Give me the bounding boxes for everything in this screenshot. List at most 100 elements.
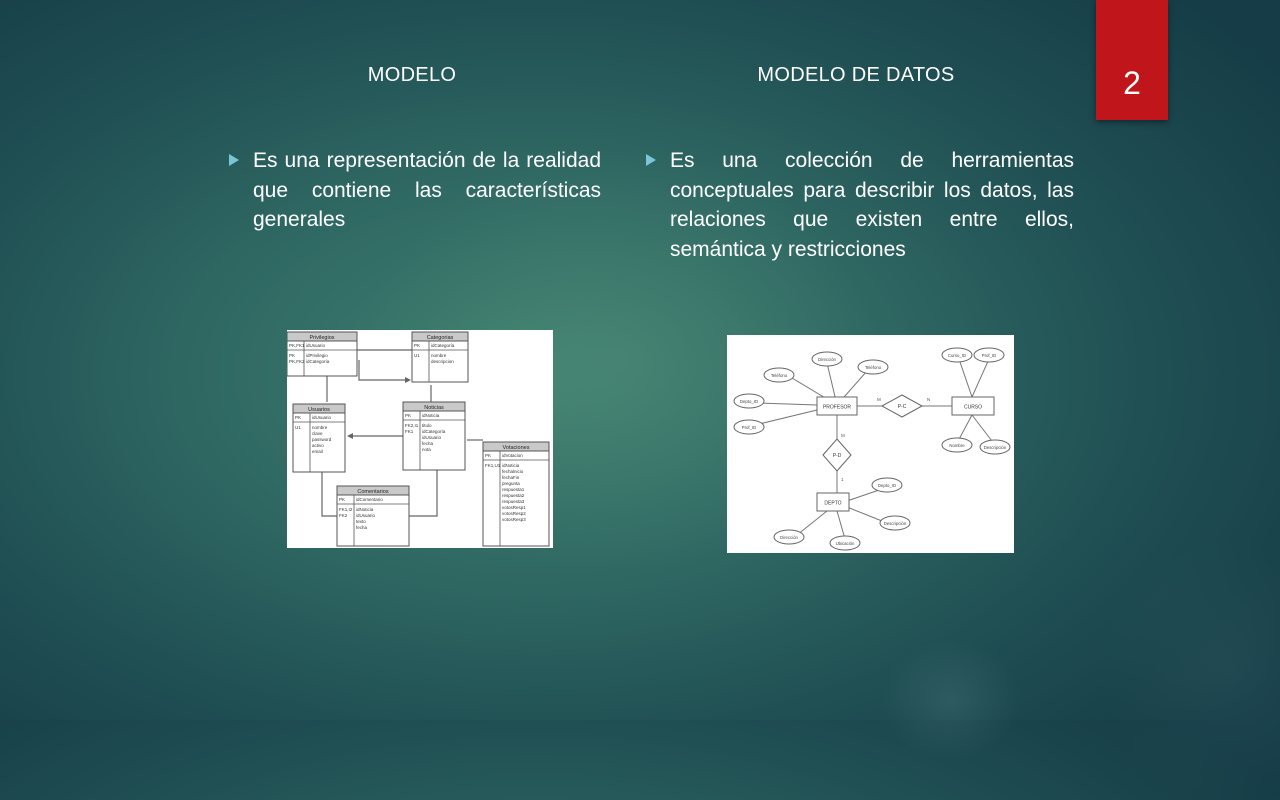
er-attribute-label: Teléfono (771, 373, 788, 378)
er-attribute: Prof_ID (973, 347, 1005, 363)
er-attribute-label: Curso_ID (948, 353, 966, 358)
schema-table: UsuariosPKU1idUsuarionombreclavepassword… (292, 403, 346, 473)
er-attribute-label: Descripción (884, 521, 907, 526)
triangle-right-icon (229, 154, 239, 166)
er-attribute: Ubicación (829, 535, 861, 551)
schema-table-title: Privilegios (309, 335, 334, 341)
er-attribute-label: Depto_ID (740, 399, 758, 404)
left-column-title: MODELO (367, 64, 457, 86)
er-attribute: Depto_ID (733, 393, 765, 409)
schema-field: nota (422, 447, 431, 452)
schema-field: votosResp3 (502, 517, 526, 522)
er-attribute: Nombre (941, 437, 973, 453)
er-attribute: Dirección (811, 351, 843, 367)
er-attribute: Descripción (879, 515, 911, 531)
connector (358, 360, 405, 381)
schema-table-title: Noticias (424, 405, 444, 411)
left-bullet: Es una representación de la realidad que… (229, 146, 601, 235)
arrow-head (347, 433, 353, 439)
er-attribute: Descripción (979, 439, 1011, 455)
er-attribute-label: Nombre (949, 443, 965, 448)
schema-field: activo (312, 443, 324, 448)
schema-field: password (312, 437, 332, 442)
schema-field: idNoticia (502, 463, 520, 468)
left-bullet-text: Es una representación de la realidad que… (253, 149, 601, 231)
er-entity-label: PROFESOR (823, 405, 851, 411)
triangle-right-icon (646, 154, 656, 166)
schema-field: titulo (422, 423, 432, 428)
page-number-tab: 2 (1096, 0, 1168, 120)
schema-key: PK (414, 343, 420, 348)
er-cardinality: M (841, 433, 845, 438)
page-number: 2 (1123, 65, 1141, 101)
schema-field: respuesta2 (502, 493, 525, 498)
schema-field: fecha (422, 441, 434, 446)
schema-table-title: Comentarios (357, 489, 388, 495)
er-attribute: Prof_ID (733, 419, 765, 435)
right-bullet-text: Es una colección de herramientas concept… (670, 149, 1074, 261)
schema-field: idUsuario (356, 513, 376, 518)
er-cardinality: N (927, 397, 930, 402)
schema-table: CategoriasPKU1idCategoríanombredescripci… (411, 331, 469, 383)
schema-field: idCategoría (431, 343, 455, 348)
schema-field: votosResp2 (502, 511, 526, 516)
schema-key: PK (289, 353, 295, 358)
er-attribute: Teléfono (857, 359, 889, 375)
er-attribute: Teléfono (763, 367, 795, 383)
schema-field: fecha (356, 525, 368, 530)
er-attribute-label: Descripción (984, 445, 1007, 450)
relational-schema-svg: PrivilegiosPK,FK1PKPK,FK2idUsuarioidPriv… (287, 331, 550, 547)
schema-field: idCategoría (422, 429, 446, 434)
er-relationship-label: P-D (833, 453, 842, 459)
schema-key: FK2,I1 (405, 423, 419, 428)
schema-field: idNoticia (356, 507, 374, 512)
right-bullet: Es una colección de herramientas concept… (646, 146, 1074, 264)
schema-key: FK1 (405, 429, 414, 434)
schema-key: FK1,I2 (339, 507, 353, 512)
schema-key: PK (295, 415, 301, 420)
schema-field: nombre (312, 425, 328, 430)
schema-field: idVotacion (502, 453, 523, 458)
schema-key: PK (405, 413, 411, 418)
er-entity: PROFESOR (816, 396, 858, 416)
schema-key: FK1,U1 (485, 463, 501, 468)
schema-field: idNoticia (422, 413, 440, 418)
schema-tables: PrivilegiosPK,FK1PKPK,FK2idUsuarioidPriv… (287, 331, 550, 547)
right-column-title: MODELO DE DATOS (757, 64, 955, 86)
schema-field: descripcion (431, 359, 454, 364)
connector (409, 470, 438, 517)
schema-field: idCategoría (306, 359, 330, 364)
er-cardinality: M (877, 397, 881, 402)
schema-table-title: Categorias (427, 335, 454, 341)
er-attribute-label: Ubicación (836, 541, 855, 546)
schema-key: U1 (295, 425, 301, 430)
schema-field: email (312, 449, 323, 454)
arrow-head (405, 377, 411, 383)
schema-field: idPrivilegio (306, 353, 328, 358)
schema-key: FK2 (339, 513, 348, 518)
er-attribute-label: Dirección (818, 357, 837, 362)
connector (321, 470, 339, 517)
schema-field: texto (356, 519, 366, 524)
schema-table: VotacionesPKFK1,U1idVotacionidNoticiafec… (482, 441, 550, 547)
schema-field: respuesta3 (502, 499, 525, 504)
schema-field: respuesta1 (502, 487, 525, 492)
schema-field: idComentario (356, 497, 383, 502)
schema-field: nombre (431, 353, 447, 358)
er-attribute-label: Dirección (780, 535, 799, 540)
schema-key: PK,FK1 (289, 343, 305, 348)
er-attribute: Depto_ID (871, 477, 903, 493)
schema-key: PK (485, 453, 491, 458)
schema-key: PK (339, 497, 345, 502)
er-relationship: P-C (880, 394, 924, 418)
er-attribute-label: Teléfono (865, 365, 882, 370)
schema-table: PrivilegiosPK,FK1PKPK,FK2idUsuarioidPriv… (287, 331, 358, 377)
schema-field: votosResp1 (502, 505, 526, 510)
schema-field: clave (312, 431, 323, 436)
er-attribute-label: Prof_ID (982, 353, 997, 358)
